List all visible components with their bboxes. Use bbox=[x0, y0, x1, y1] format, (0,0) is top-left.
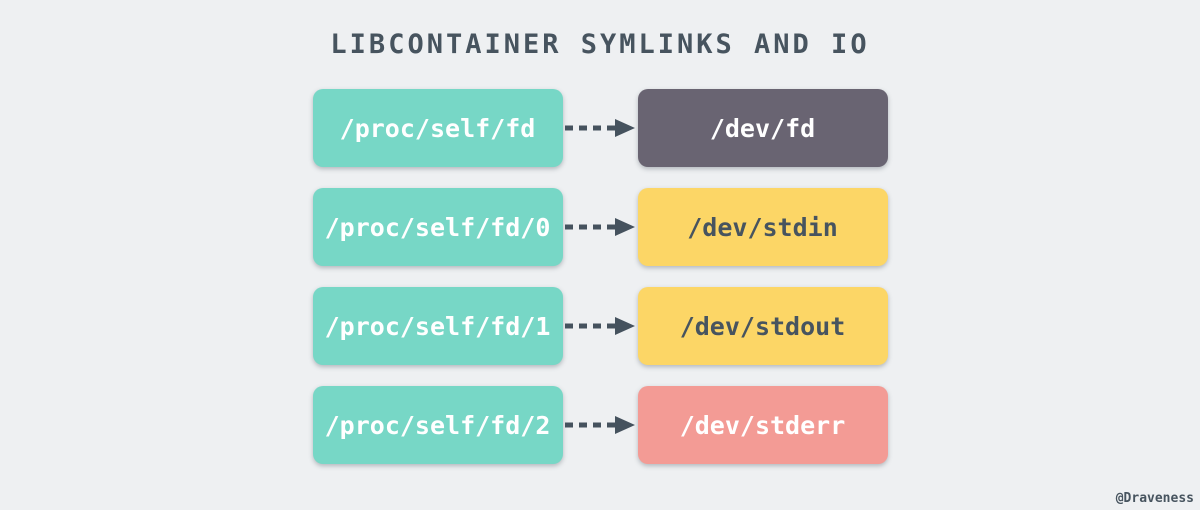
dashed-arrow-icon bbox=[563, 287, 638, 365]
source-node: /proc/self/fd/2 bbox=[312, 386, 563, 464]
source-node: /proc/self/fd/0 bbox=[312, 188, 563, 266]
watermark-credit: @Draveness bbox=[1115, 491, 1194, 506]
mapping-row: /proc/self/fd/2 /dev/stderr bbox=[312, 386, 888, 464]
source-node: /proc/self/fd bbox=[312, 89, 563, 167]
mapping-row: /proc/self/fd/1 /dev/stdout bbox=[312, 287, 888, 365]
target-node: /dev/fd bbox=[637, 89, 888, 167]
dashed-arrow-icon bbox=[563, 386, 638, 464]
target-node: /dev/stdout bbox=[637, 287, 888, 365]
dashed-arrow-icon bbox=[563, 89, 638, 167]
diagram-title: LIBCONTAINER SYMLINKS AND IO bbox=[330, 29, 870, 60]
mapping-row: /proc/self/fd/0 /dev/stdin bbox=[312, 188, 888, 266]
dashed-arrow-icon bbox=[563, 188, 638, 266]
symlink-diagram: /proc/self/fd /dev/fd /proc/self/fd/0 /d… bbox=[312, 89, 888, 464]
target-node: /dev/stderr bbox=[637, 386, 888, 464]
target-node: /dev/stdin bbox=[637, 188, 888, 266]
mapping-row: /proc/self/fd /dev/fd bbox=[312, 89, 888, 167]
source-node: /proc/self/fd/1 bbox=[312, 287, 563, 365]
